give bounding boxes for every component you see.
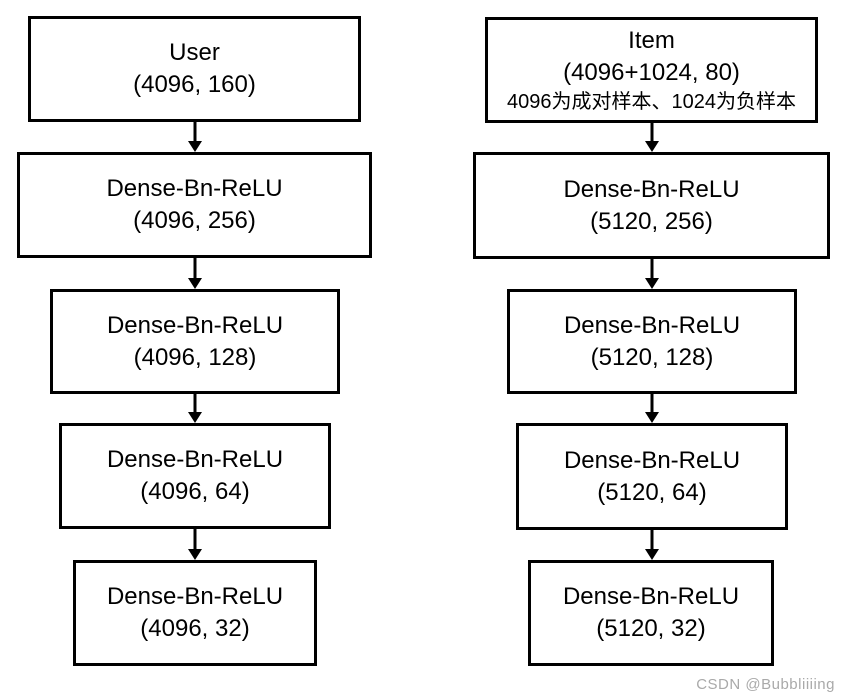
box-title: Dense-Bn-ReLU bbox=[106, 175, 283, 202]
box-title: User bbox=[169, 39, 220, 66]
box-title: Dense-Bn-ReLU bbox=[563, 311, 741, 339]
arrow-line bbox=[193, 529, 197, 551]
user-dense3-box: Dense-Bn-ReLU (4096, 64) bbox=[59, 423, 331, 529]
box-title: Dense-Bn-ReLU bbox=[106, 446, 284, 473]
flow-arrow-icon bbox=[188, 258, 202, 289]
flow-arrow-icon bbox=[188, 394, 202, 423]
box-title: Dense-Bn-ReLU bbox=[563, 175, 740, 203]
arrow-head bbox=[645, 412, 659, 423]
box-shape: (5120, 256) bbox=[590, 207, 713, 235]
watermark-text: CSDN @Bubbliiiing bbox=[696, 676, 835, 693]
item-dense1-box: Dense-Bn-ReLU (5120, 256) bbox=[473, 152, 830, 259]
arrow-head bbox=[645, 549, 659, 560]
flow-arrow-icon bbox=[645, 123, 659, 152]
arrow-head bbox=[188, 278, 202, 289]
box-title: Dense-Bn-ReLU bbox=[106, 311, 284, 339]
arrow-line bbox=[650, 259, 654, 280]
arrow-line bbox=[193, 258, 197, 280]
arrow-head bbox=[188, 549, 202, 560]
arrow-line bbox=[193, 122, 197, 143]
arrow-line bbox=[650, 530, 654, 551]
box-shape: (5120, 32) bbox=[596, 615, 706, 642]
item-dense2-box: Dense-Bn-ReLU (5120, 128) bbox=[507, 289, 797, 394]
box-title: Dense-Bn-ReLU bbox=[563, 446, 741, 474]
arrow-head bbox=[645, 141, 659, 152]
box-shape: (4096+1024, 80) bbox=[563, 58, 740, 86]
item-dense3-box: Dense-Bn-ReLU (5120, 64) bbox=[516, 423, 788, 530]
arrow-line bbox=[193, 394, 197, 414]
box-shape: (4096, 128) bbox=[133, 343, 257, 371]
user-dense4-box: Dense-Bn-ReLU (4096, 32) bbox=[73, 560, 317, 666]
box-shape: (5120, 64) bbox=[597, 478, 707, 506]
item-dense4-box: Dense-Bn-ReLU (5120, 32) bbox=[528, 560, 774, 666]
box-shape: (4096, 32) bbox=[140, 615, 250, 642]
box-shape: (4096, 64) bbox=[140, 478, 250, 505]
box-title: Item bbox=[628, 26, 675, 54]
flow-arrow-icon bbox=[188, 122, 202, 152]
arrow-line bbox=[650, 123, 654, 143]
box-shape: (4096, 160) bbox=[133, 71, 256, 98]
user-dense1-box: Dense-Bn-ReLU (4096, 256) bbox=[17, 152, 372, 258]
flow-arrow-icon bbox=[645, 259, 659, 289]
box-shape: (4096, 256) bbox=[133, 207, 256, 234]
user-dense2-box: Dense-Bn-ReLU (4096, 128) bbox=[50, 289, 340, 394]
flow-arrow-icon bbox=[645, 530, 659, 560]
flow-arrow-icon bbox=[188, 529, 202, 560]
box-shape: (5120, 128) bbox=[590, 343, 714, 371]
box-title: Dense-Bn-ReLU bbox=[106, 583, 284, 610]
box-note: 4096为成对样本、1024为负样本 bbox=[507, 90, 796, 113]
item-input-box: Item (4096+1024, 80) 4096为成对样本、1024为负样本 bbox=[485, 17, 818, 123]
arrow-head bbox=[188, 412, 202, 423]
user-input-box: User (4096, 160) bbox=[28, 16, 361, 122]
arrow-line bbox=[650, 394, 654, 414]
flow-arrow-icon bbox=[645, 394, 659, 423]
box-title: Dense-Bn-ReLU bbox=[562, 583, 740, 610]
arrow-head bbox=[188, 141, 202, 152]
arrow-head bbox=[645, 278, 659, 289]
